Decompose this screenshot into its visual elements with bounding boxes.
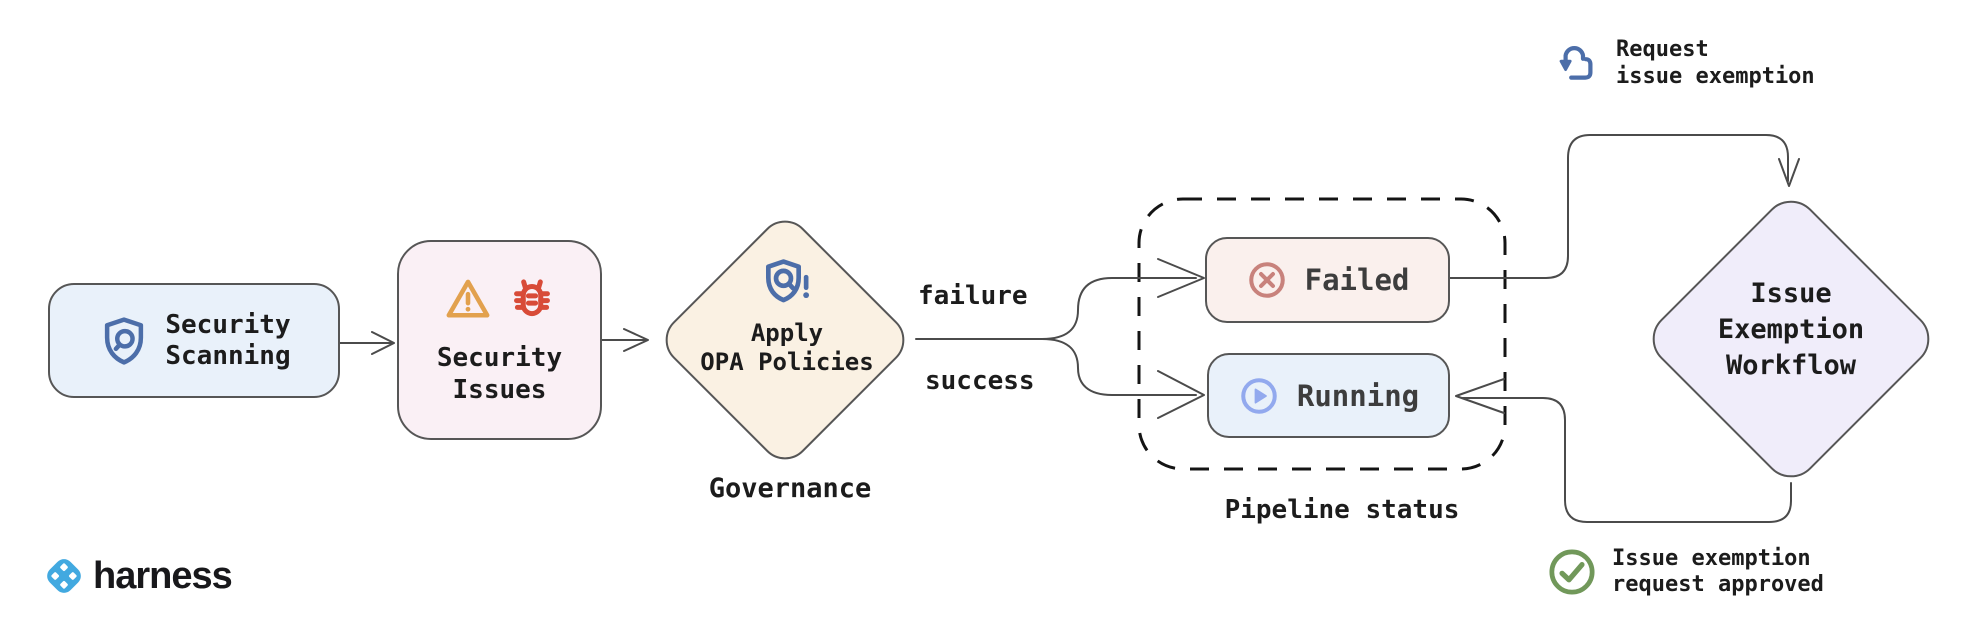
edge-issues-opa-arrowhead (623, 328, 649, 352)
edge-failed-exemption (1449, 134, 1789, 279)
tap-icon (1552, 36, 1600, 88)
node-label: Failed (1304, 263, 1410, 297)
edge-label-success: success (925, 366, 1035, 396)
harness-logo-icon (40, 552, 88, 600)
edge-success-arrowhead (1157, 370, 1205, 419)
node-label: Security Issues (436, 343, 563, 405)
warning-icon (443, 274, 493, 324)
edge-failed-exemption-arrowhead (1778, 158, 1800, 187)
edge-label-failure: failure (918, 281, 1028, 311)
node-security-issues: Security Issues (397, 240, 602, 440)
issue-icons (443, 274, 557, 324)
play-circle-icon (1238, 375, 1280, 417)
node-running: Running (1207, 353, 1450, 438)
harness-logo: harness (40, 552, 233, 600)
node-apply-opa-policies-content: Apply OPA Policies (667, 236, 907, 396)
edge-failure-arrowhead (1157, 258, 1205, 298)
edge-failure (1041, 277, 1197, 340)
harness-wordmark: harness (93, 554, 233, 597)
governance-caption: Governance (708, 473, 872, 504)
x-circle-icon (1246, 259, 1288, 301)
annotation-label: Issue exemption request approved (1612, 546, 1824, 597)
edge-exemption-running (1461, 397, 1792, 523)
edge-exemption-running-arrowhead (1455, 378, 1505, 414)
request-exemption-annotation: Request issue exemption (1552, 36, 1815, 90)
node-label: Security Scanning (165, 309, 291, 371)
node-issue-exemption-workflow-content: Issue Exemption Workflow (1661, 276, 1921, 384)
pipeline-status-caption: Pipeline status (1224, 495, 1460, 525)
node-label: Issue Exemption Workflow (1717, 278, 1865, 381)
edge-scanning-issues-arrowhead (371, 331, 395, 355)
node-failed: Failed (1205, 237, 1450, 323)
edge-success (1041, 338, 1197, 396)
node-security-scanning: Security Scanning (48, 283, 340, 398)
shield-search-icon (97, 314, 151, 368)
node-label: Apply OPA Policies (700, 319, 874, 376)
node-label: Running (1296, 378, 1420, 413)
pipeline-status-container (1137, 197, 1507, 471)
check-circle-icon (1546, 546, 1598, 598)
bug-icon (507, 274, 557, 324)
shield-alert-icon (759, 255, 815, 311)
approved-annotation: Issue exemption request approved (1546, 546, 1824, 598)
annotation-label: Request issue exemption (1616, 37, 1815, 89)
